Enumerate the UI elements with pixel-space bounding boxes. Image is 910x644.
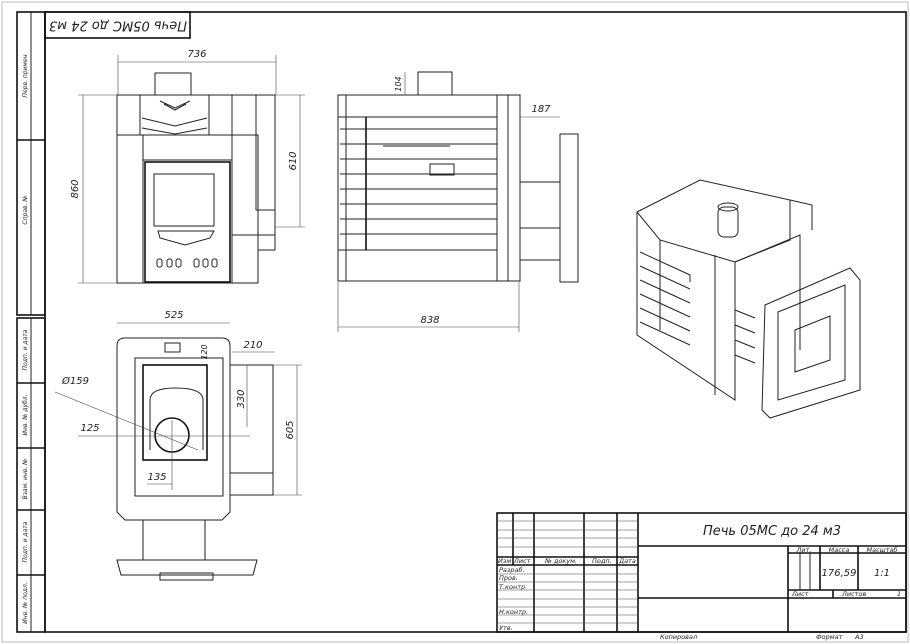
sheets-value: 1 bbox=[897, 590, 901, 598]
lit-label: Лит. bbox=[796, 546, 812, 554]
left-margin-strip: Перв. примен Справ. № Подп. и дата Инв. … bbox=[16, 11, 46, 633]
header-list: Лист bbox=[513, 557, 531, 565]
scale-value: 1:1 bbox=[874, 568, 890, 579]
format-value: A3 bbox=[854, 633, 864, 641]
top-stamp-text: Печь 05МС до 24 м3 bbox=[49, 18, 187, 33]
role-label: Пров. bbox=[499, 574, 518, 582]
dim-top-330: 330 bbox=[236, 389, 247, 408]
strip-label: Подп. и дата bbox=[22, 329, 29, 370]
scale-label: Масштаб bbox=[867, 546, 898, 554]
dim-top-210: 210 bbox=[243, 340, 262, 351]
top-view: 525 120 210 330 605 Ø159 125 135 bbox=[54, 310, 302, 581]
sheet-label: Лист bbox=[791, 590, 809, 598]
strip-label: Подп. и дата bbox=[22, 521, 29, 562]
dim-top-diameter: Ø159 bbox=[61, 375, 89, 387]
dim-side-chimney: 104 bbox=[394, 76, 403, 91]
strip-label: Перв. примен bbox=[22, 54, 29, 97]
iso-ribs bbox=[639, 251, 756, 364]
role-label: Н.контр. bbox=[499, 608, 528, 616]
role-label: Утв. bbox=[499, 624, 513, 632]
role-label: Т.контр. bbox=[499, 583, 527, 591]
dim-side-door: 187 bbox=[531, 104, 551, 115]
title-block: Печь 05МС до 24 м3 Изм Лист № докум. Под… bbox=[496, 512, 907, 641]
dim-top-width: 525 bbox=[164, 310, 183, 321]
strip-label: Инв. № подл. bbox=[22, 582, 29, 623]
drawing-frame bbox=[44, 11, 907, 633]
dim-front-side-height: 610 bbox=[288, 151, 299, 170]
side-view: 838 187 104 bbox=[337, 71, 579, 332]
sheets-label: Листов bbox=[841, 590, 866, 598]
copied-label: Копировал bbox=[660, 633, 697, 641]
dim-top-135: 135 bbox=[147, 472, 166, 483]
dim-front-height: 860 bbox=[70, 179, 81, 198]
dim-side-length: 838 bbox=[420, 315, 439, 326]
mass-value: 176,59 bbox=[822, 568, 857, 579]
isometric-view bbox=[636, 179, 861, 419]
strip-label: Инв. № дубл. bbox=[22, 394, 29, 435]
top-stamp: Печь 05МС до 24 м3 bbox=[44, 11, 191, 39]
mass-label: Масса bbox=[829, 546, 850, 554]
header-date: Дата bbox=[618, 557, 636, 565]
header-izm: Изм bbox=[498, 557, 511, 565]
logo-icon bbox=[159, 100, 191, 111]
header-doc: № докум. bbox=[544, 557, 577, 565]
dim-top-120: 120 bbox=[200, 344, 209, 359]
front-view: 736 860 610 bbox=[70, 49, 305, 284]
dim-top-125: 125 bbox=[80, 423, 99, 434]
side-ribs bbox=[340, 128, 497, 235]
strip-label: Взам. инв. № bbox=[22, 459, 29, 500]
role-label: Разраб. bbox=[499, 566, 525, 574]
dim-front-width: 736 bbox=[187, 49, 206, 60]
title-block-name: Печь 05МС до 24 м3 bbox=[703, 524, 841, 539]
header-sign: Подп. bbox=[592, 557, 612, 565]
dim-top-605: 605 bbox=[285, 420, 296, 439]
strip-label: Справ. № bbox=[22, 195, 29, 224]
format-label: Формат bbox=[816, 633, 843, 641]
air-vents bbox=[156, 258, 218, 268]
